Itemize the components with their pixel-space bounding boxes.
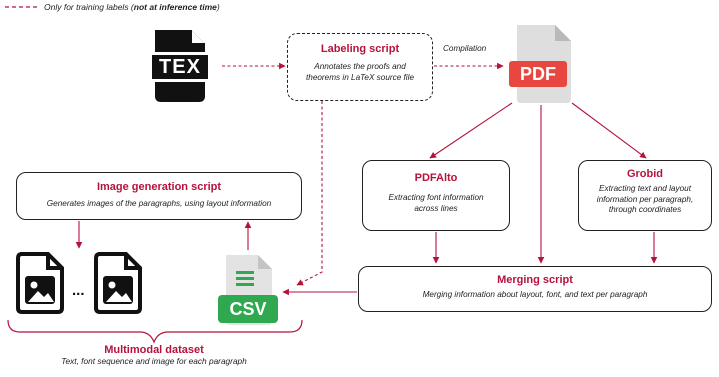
ellipsis: ... [72, 282, 85, 299]
grobid-title: Grobid [626, 168, 664, 180]
pdf-icon-label: PDF [520, 64, 556, 84]
grobid-desc-line1: Extracting text and layout [599, 184, 691, 193]
grobid-desc-line2: information per paragraph, [596, 194, 694, 204]
labeling-script-desc-line1: Annotates the proofs and [314, 62, 406, 71]
grobid-box: Grobid Extracting text and layout inform… [578, 160, 712, 231]
merging-script-title: Merging script [497, 274, 573, 286]
image-generation-box: Image generation script Generates images… [16, 172, 302, 220]
pdfalto-desc-line2: across lines [414, 203, 458, 213]
merging-script-desc: Merging information about layout, font, … [422, 290, 648, 299]
csv-file-icon: CSV [218, 255, 280, 325]
legend-text-bold: not at inference time [133, 2, 217, 12]
image-file-icon-1 [16, 252, 64, 314]
arrow-labeling-to-csv [296, 101, 323, 286]
legend-text-suffix: ) [216, 2, 220, 12]
labeling-script-desc-line2: theorems in LaTeX source file [305, 72, 414, 82]
csv-icon-label: CSV [229, 299, 267, 319]
pdfalto-desc-line1: Extracting font information [388, 193, 484, 202]
multimodal-dataset-caption: Multimodal dataset Text, font sequence a… [4, 344, 304, 366]
multimodal-dataset-title: Multimodal dataset [104, 344, 204, 356]
legend: Only for training labels (not at inferen… [44, 2, 220, 12]
tex-file-icon: TEX [149, 30, 211, 102]
pdfalto-title: PDFAlto [414, 172, 458, 184]
labeling-script-box: Labeling script Annotates the proofs and… [287, 33, 433, 101]
image-generation-desc: Generates images of the paragraphs, usin… [46, 199, 272, 208]
multimodal-dataset-desc: Text, font sequence and image for each p… [61, 356, 247, 366]
labeling-script-title: Labeling script [320, 43, 400, 55]
grobid-desc-line3: through coordinates [608, 205, 682, 214]
merging-script-box: Merging script Merging information about… [358, 266, 712, 312]
pdfalto-box: PDFAlto Extracting font information acro… [362, 160, 510, 231]
arrow-pdf-to-grobid [571, 102, 647, 159]
compilation-label: Compilation [443, 44, 487, 53]
arrow-pdf-to-pdfalto [429, 102, 513, 159]
pdf-file-icon: PDF [509, 25, 575, 103]
image-file-icon-2 [94, 252, 142, 314]
tex-icon-label: TEX [159, 56, 201, 78]
image-generation-title: Image generation script [96, 181, 222, 193]
legend-text-prefix: Only for training labels ( [44, 2, 134, 12]
dataset-brace [7, 319, 303, 344]
